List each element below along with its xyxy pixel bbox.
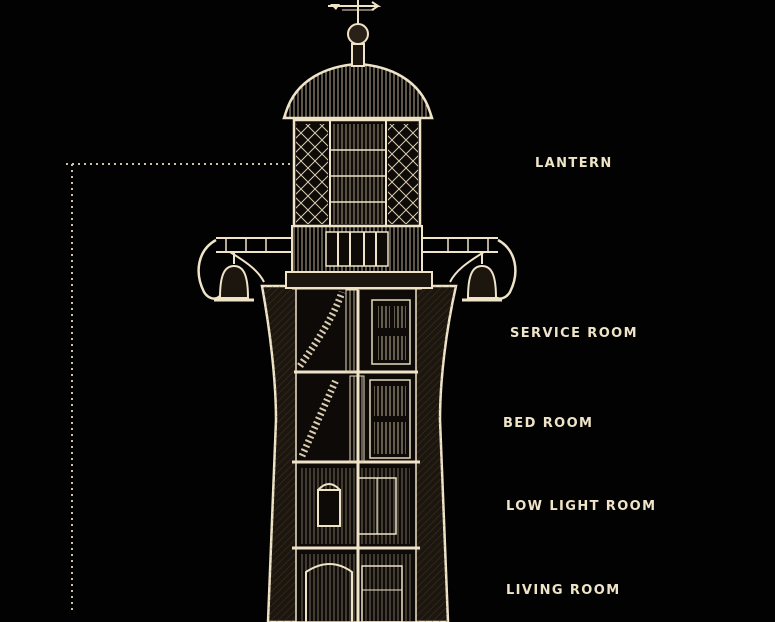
low-light-room-interior xyxy=(300,468,410,544)
right-bell-icon xyxy=(462,252,502,302)
left-bell-icon xyxy=(214,252,254,302)
gallery-balcony xyxy=(216,225,498,289)
label-service-room: SERVICE ROOM xyxy=(510,326,638,341)
label-living-room: LIVING ROOM xyxy=(506,583,621,598)
lantern-glazing xyxy=(292,118,422,228)
label-low-light-room: LOW LIGHT ROOM xyxy=(506,499,657,514)
living-room-interior xyxy=(300,554,412,622)
label-lantern: LANTERN xyxy=(535,156,613,171)
weather-vane-icon xyxy=(328,0,382,24)
lantern-dome xyxy=(282,23,434,120)
label-bed-room: BED ROOM xyxy=(503,416,594,431)
height-guide-line xyxy=(66,163,300,612)
service-room-interior xyxy=(297,289,411,373)
